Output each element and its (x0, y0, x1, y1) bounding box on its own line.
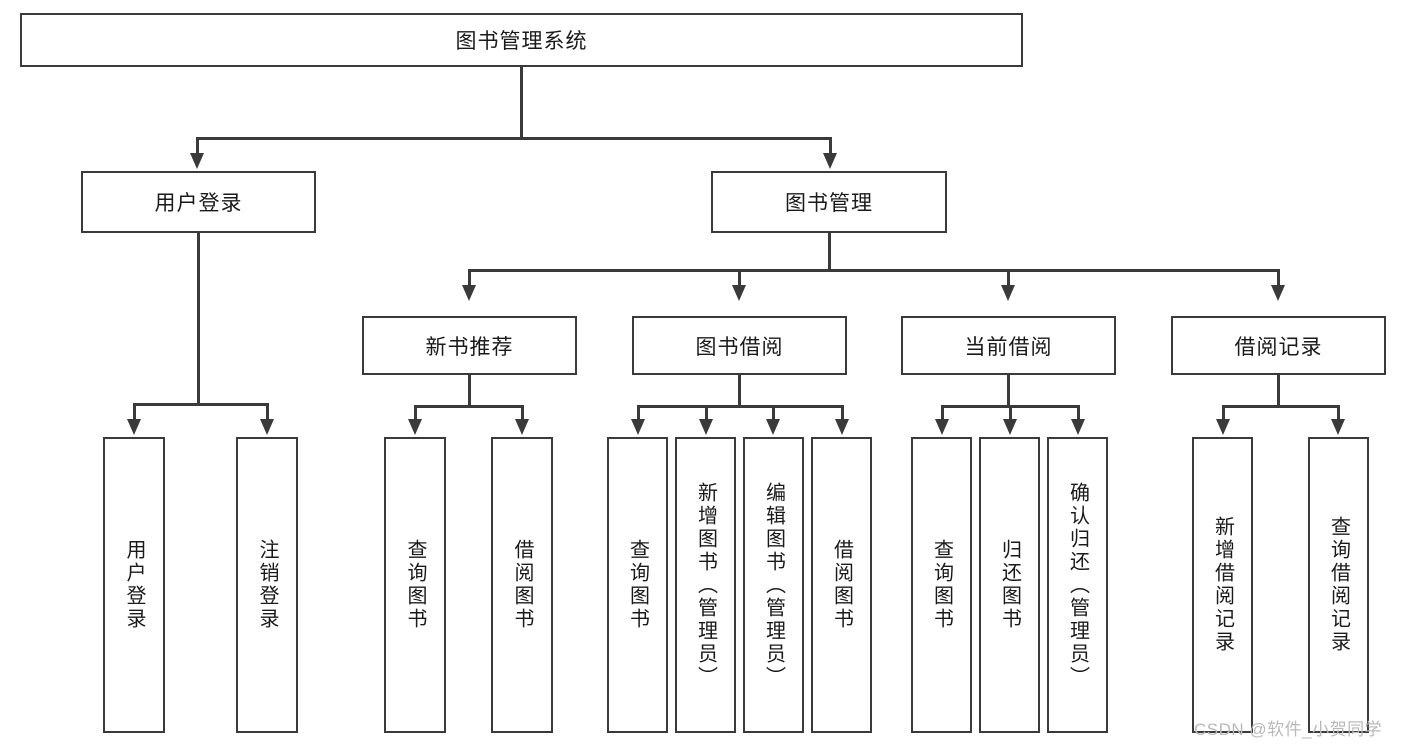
node-label: 图书管理系统 (455, 30, 588, 53)
node-label: 注销登录 (256, 539, 278, 631)
leaf-current-borrow-query[interactable]: 查询图书 (911, 437, 972, 733)
arrow-book-borrow-leaf-1 (631, 419, 645, 435)
node-user-login[interactable]: 用户登录 (81, 171, 316, 233)
node-label: 借阅图书 (830, 539, 853, 631)
arrow-borrow-record-leaf-2 (1331, 419, 1345, 435)
node-label: 查询借阅记录 (1327, 516, 1350, 654)
leaf-new-book-query[interactable]: 查询图书 (384, 437, 446, 733)
edge-book-manage-drop-4 (1277, 269, 1280, 287)
leaf-user-login-login[interactable]: 用户登录 (103, 437, 165, 733)
edge-user-login-stem (197, 233, 200, 405)
edge-book-borrow-stem (738, 375, 741, 407)
node-borrow-record[interactable]: 借阅记录 (1171, 316, 1386, 375)
arrow-book-borrow-leaf-3 (766, 419, 780, 435)
node-label: 查询图书 (626, 539, 649, 631)
edge-current-borrow-drop-2 (1009, 405, 1012, 420)
leaf-user-login-logout[interactable]: 注销登录 (236, 437, 298, 733)
edge-user-login-drop-2 (266, 403, 269, 420)
edge-root-to-user-login (196, 137, 199, 155)
leaf-book-borrow-query[interactable]: 查询图书 (607, 437, 668, 733)
edge-root-bar (196, 137, 832, 140)
node-root-library-system[interactable]: 图书管理系统 (20, 13, 1023, 67)
edge-root-stem (520, 67, 523, 139)
leaf-book-borrow-add[interactable]: 新增图书（管理员） (675, 437, 736, 733)
edge-root-to-book-manage (829, 137, 832, 155)
edge-book-manage-drop-1 (468, 269, 471, 287)
arrow-book-borrow-leaf-4 (835, 419, 849, 435)
edge-book-manage-drop-3 (1007, 269, 1010, 287)
edge-current-borrow-drop-3 (1077, 405, 1080, 420)
arrow-current-borrow-leaf-3 (1071, 419, 1085, 435)
arrow-borrow-record-leaf-1 (1216, 419, 1230, 435)
arrow-new-book-leaf-2 (515, 419, 529, 435)
node-new-book-recommend[interactable]: 新书推荐 (362, 316, 577, 375)
arrow-to-current-borrow (1001, 285, 1015, 301)
arrow-to-book-manage (823, 153, 837, 169)
node-label: 编辑图书（管理员） (762, 481, 785, 689)
node-label: 借阅记录 (1234, 335, 1323, 359)
node-label: 确认归还（管理员） (1066, 481, 1089, 689)
node-label: 用户登录 (154, 192, 243, 215)
leaf-current-borrow-confirm-return[interactable]: 确认归还（管理员） (1047, 437, 1108, 733)
arrow-user-login-leaf-1 (127, 419, 141, 435)
edge-book-borrow-drop-2 (705, 405, 708, 420)
node-label: 新增图书（管理员） (694, 481, 717, 689)
node-label: 新增借阅记录 (1211, 516, 1234, 654)
edge-user-login-bar (133, 403, 268, 406)
arrow-current-borrow-leaf-1 (935, 419, 949, 435)
arrow-to-book-borrow (732, 285, 746, 301)
node-label: 图书借阅 (695, 335, 784, 359)
leaf-current-borrow-return[interactable]: 归还图书 (979, 437, 1040, 733)
arrow-to-new-book-recommend (462, 285, 476, 301)
node-book-management[interactable]: 图书管理 (711, 171, 947, 233)
node-label: 查询图书 (930, 539, 953, 631)
node-label: 归还图书 (998, 539, 1021, 631)
node-book-borrow[interactable]: 图书借阅 (632, 316, 847, 375)
edge-current-borrow-stem (1007, 375, 1010, 407)
leaf-borrow-record-query[interactable]: 查询借阅记录 (1308, 437, 1369, 733)
node-label: 查询图书 (404, 539, 426, 631)
arrow-to-borrow-record (1271, 285, 1285, 301)
edge-user-login-drop-1 (133, 403, 136, 420)
edge-current-borrow-drop-1 (941, 405, 944, 420)
edge-book-borrow-drop-4 (841, 405, 844, 420)
leaf-borrow-record-add[interactable]: 新增借阅记录 (1192, 437, 1253, 733)
node-current-borrow[interactable]: 当前借阅 (901, 316, 1116, 375)
edge-book-borrow-drop-1 (637, 405, 640, 420)
edge-new-book-drop-1 (414, 405, 417, 420)
node-label: 用户登录 (123, 539, 145, 631)
edge-book-manage-drop-2 (738, 269, 741, 287)
arrow-current-borrow-leaf-2 (1003, 419, 1017, 435)
edge-borrow-record-drop-1 (1222, 405, 1225, 420)
leaf-book-borrow-edit[interactable]: 编辑图书（管理员） (743, 437, 804, 733)
edge-new-book-drop-2 (521, 405, 524, 420)
edge-book-borrow-bar (637, 405, 844, 408)
watermark-text: CSDN @软件_小贺同学 (1194, 720, 1383, 739)
node-label: 新书推荐 (425, 335, 514, 359)
arrow-user-login-leaf-2 (260, 419, 274, 435)
edge-borrow-record-stem (1277, 375, 1280, 407)
leaf-book-borrow-borrow[interactable]: 借阅图书 (811, 437, 872, 733)
node-label: 借阅图书 (511, 539, 533, 631)
edge-new-book-stem (468, 375, 471, 407)
arrow-new-book-leaf-1 (408, 419, 422, 435)
edge-book-manage-stem (828, 233, 831, 271)
edge-borrow-record-drop-2 (1337, 405, 1340, 420)
edge-borrow-record-bar (1222, 405, 1339, 408)
edge-new-book-bar (414, 405, 524, 408)
node-label: 当前借阅 (964, 335, 1053, 359)
arrow-book-borrow-leaf-2 (699, 419, 713, 435)
edge-book-manage-bar (468, 269, 1279, 272)
arrow-to-user-login (190, 153, 204, 169)
leaf-new-book-borrow[interactable]: 借阅图书 (491, 437, 553, 733)
node-label: 图书管理 (785, 192, 873, 215)
edge-book-borrow-drop-3 (772, 405, 775, 420)
